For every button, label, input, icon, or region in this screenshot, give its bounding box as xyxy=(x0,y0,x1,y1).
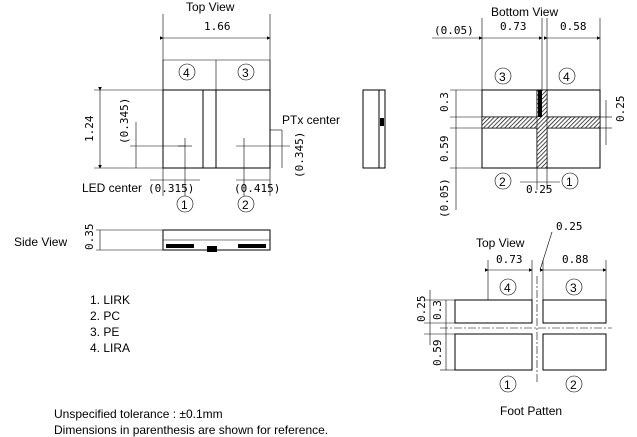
svg-text:2: 2 xyxy=(570,378,577,392)
reference-note: Dimensions in parenthesis are shown for … xyxy=(54,423,328,437)
top-height-dim: 1.24 xyxy=(83,115,96,142)
svg-text:1: 1 xyxy=(504,378,511,392)
bottom-gap-dim: 0.25 xyxy=(526,183,553,196)
ptx-y-dim: (0.345) xyxy=(293,132,306,178)
foot-pin-1: 1 xyxy=(499,375,517,393)
pin-list-item-4: 4. LIRA xyxy=(90,341,130,355)
led-y-dim: (0.345) xyxy=(118,98,131,144)
pin-list-item-1: 1. LIRK xyxy=(90,293,130,307)
top-view-title: Top View xyxy=(186,0,235,14)
bottom-pin-4: 4 xyxy=(558,67,576,85)
svg-text:1: 1 xyxy=(181,198,188,212)
top-view: Top View 1.66 4 3 1 2 xyxy=(82,0,386,213)
svg-text:2: 2 xyxy=(242,198,249,212)
top-pin-2: 2 xyxy=(237,195,255,213)
top-width-dim: 1.66 xyxy=(204,20,231,33)
foot-left-dim: 0.73 xyxy=(496,253,523,266)
svg-text:2: 2 xyxy=(499,175,506,189)
foot-top-pad-dim: 0.3 xyxy=(431,300,444,320)
pin-list-item-2: 2. PC xyxy=(90,309,120,323)
notes: Unspecified tolerance : ±0.1mm Dimension… xyxy=(54,407,328,437)
top-pin-3: 3 xyxy=(237,63,255,81)
svg-text:3: 3 xyxy=(570,281,577,295)
tolerance-note: Unspecified tolerance : ±0.1mm xyxy=(54,407,223,421)
foot-pin-4: 4 xyxy=(499,278,517,296)
side-profile xyxy=(362,89,380,169)
bottom-pin-2: 2 xyxy=(494,172,512,190)
bottom-right-dim: 0.58 xyxy=(560,20,587,33)
foot-bottom-pad-dim: 0.59 xyxy=(431,340,444,367)
foot-pin-3: 3 xyxy=(565,278,583,296)
bottom-pin-1: 1 xyxy=(561,172,579,190)
bottom-side-dim: 0.25 xyxy=(614,96,627,123)
foot-pattern: Top View 0.25 0.73 0.88 4 3 1 xyxy=(415,220,612,418)
bottom-pin-3: 3 xyxy=(494,67,512,85)
pin-list: 1. LIRK 2. PC 3. PE 4. LIRA xyxy=(90,293,130,355)
side-height-dim: 0.35 xyxy=(83,224,96,251)
bottom-left-dim: 0.73 xyxy=(500,20,527,33)
pin-list-item-3: 3. PE xyxy=(90,325,119,339)
bottom-bottom-pad-dim: 0.59 xyxy=(438,136,451,163)
foot-right-dim: 0.88 xyxy=(562,253,589,266)
svg-text:4: 4 xyxy=(504,281,511,295)
top-pin-4: 4 xyxy=(178,63,196,81)
top-pin-1: 1 xyxy=(176,195,194,213)
svg-text:3: 3 xyxy=(242,66,249,80)
foot-top-view-label: Top View xyxy=(476,236,525,250)
bottom-offset-bottom-dim: (0.05) xyxy=(438,178,451,218)
svg-text:4: 4 xyxy=(563,70,570,84)
side-view: Side View 0.35 xyxy=(14,224,271,252)
bottom-view: Bottom View (0.05) 0.73 0.58 3 4 xyxy=(432,5,627,218)
bottom-top-pad-dim: 0.3 xyxy=(438,92,451,112)
svg-text:3: 3 xyxy=(499,70,506,84)
svg-text:4: 4 xyxy=(183,66,190,80)
foot-pattern-title: Foot Patten xyxy=(500,404,562,418)
foot-pin-2: 2 xyxy=(565,375,583,393)
side-view-title: Side View xyxy=(14,235,67,249)
ptx-x-dim: (0.415) xyxy=(234,182,280,195)
foot-gap-v-dim: 0.25 xyxy=(415,296,428,323)
svg-text:1: 1 xyxy=(566,175,573,189)
ptx-center-label: PTx center xyxy=(282,113,340,127)
led-center-label: LED center xyxy=(82,181,142,195)
bottom-offset-dim: (0.05) xyxy=(434,24,474,37)
bottom-view-title: Bottom View xyxy=(491,5,558,19)
led-x-dim: (0.315) xyxy=(148,182,194,195)
foot-gap-dim: 0.25 xyxy=(556,220,583,233)
